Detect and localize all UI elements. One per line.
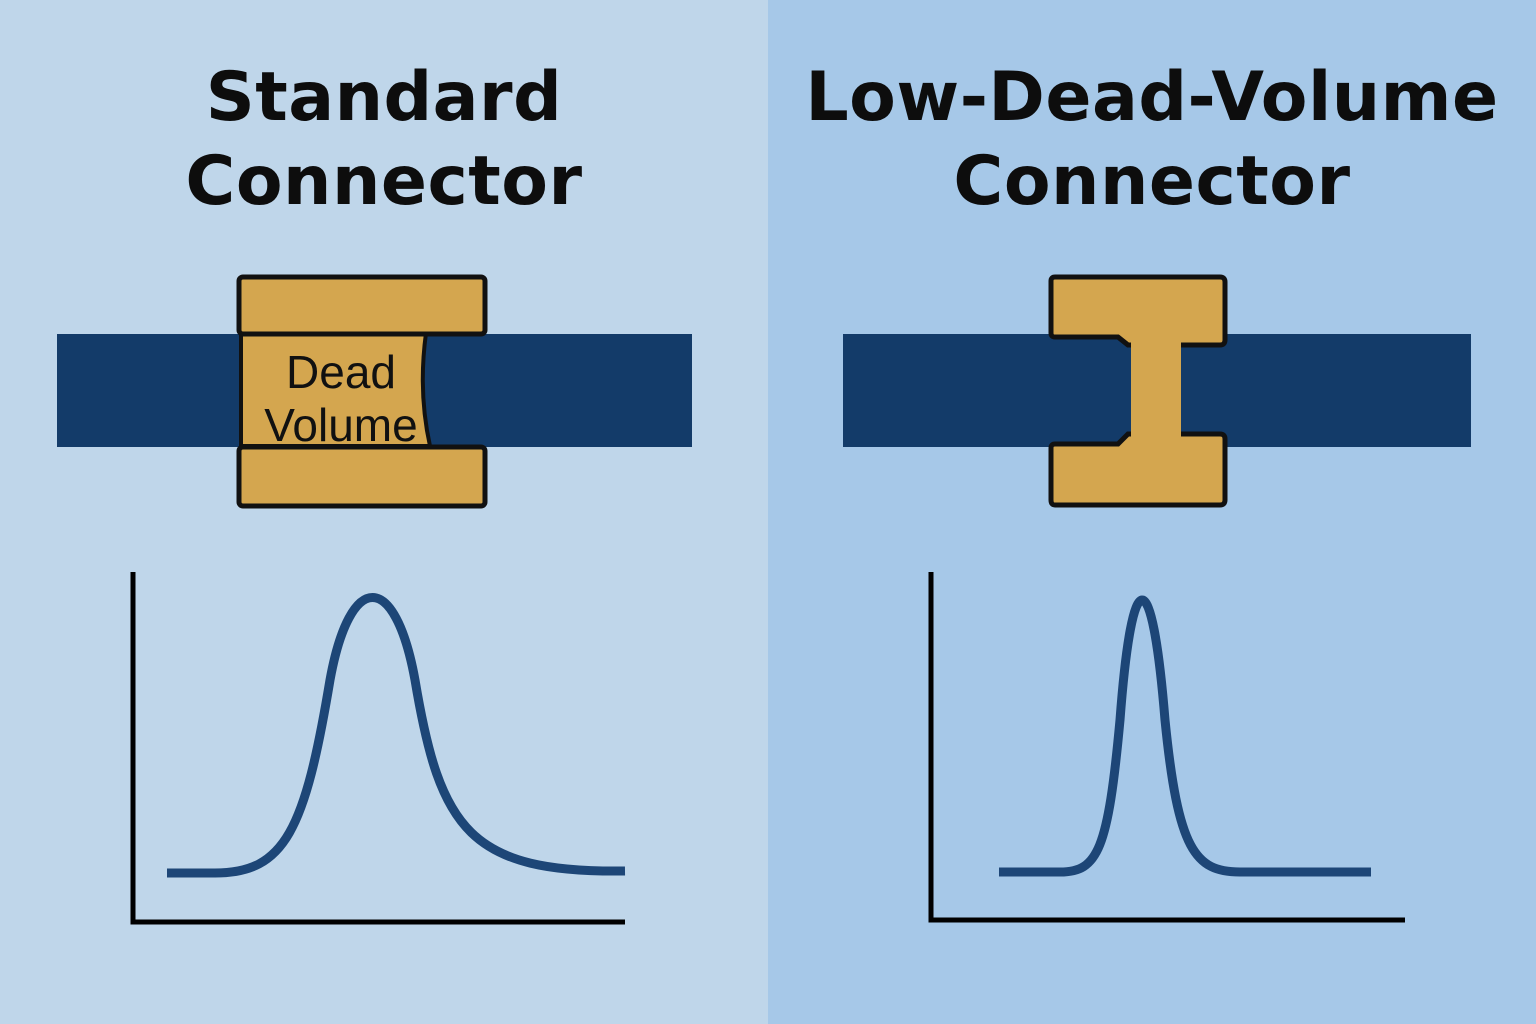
low-dead-volume-connector-illustration (843, 274, 1471, 923)
standard-connector-illustration: Dead Volume (57, 274, 692, 925)
standard-connector-panel: Standard Connector Dead Volume (0, 0, 768, 1024)
fitting-top (236, 274, 488, 337)
low-dead-volume-connector-panel: Low-Dead-Volume Connector (768, 0, 1536, 1024)
fitting-top (1048, 274, 1228, 348)
title-line-1: Standard (205, 58, 563, 137)
dead-volume-label-line-1: Dead (286, 346, 396, 398)
chromatogram-axes (130, 572, 625, 925)
narrow-channel (1131, 342, 1181, 438)
narrow-peak-curve (999, 595, 1371, 877)
title-line-2: Connector (953, 142, 1351, 221)
title-line-1: Low-Dead-Volume (805, 58, 1499, 137)
chromatogram-axes (928, 572, 1405, 923)
low-dead-volume-connector-title: Low-Dead-Volume Connector (768, 56, 1536, 224)
standard-connector-title: Standard Connector (0, 56, 768, 224)
dead-volume-label-line-2: Volume (264, 399, 417, 451)
broad-peak-curve (167, 593, 626, 878)
fitting-bottom (236, 444, 488, 509)
title-line-2: Connector (185, 142, 583, 221)
fitting-bottom (1048, 431, 1228, 508)
